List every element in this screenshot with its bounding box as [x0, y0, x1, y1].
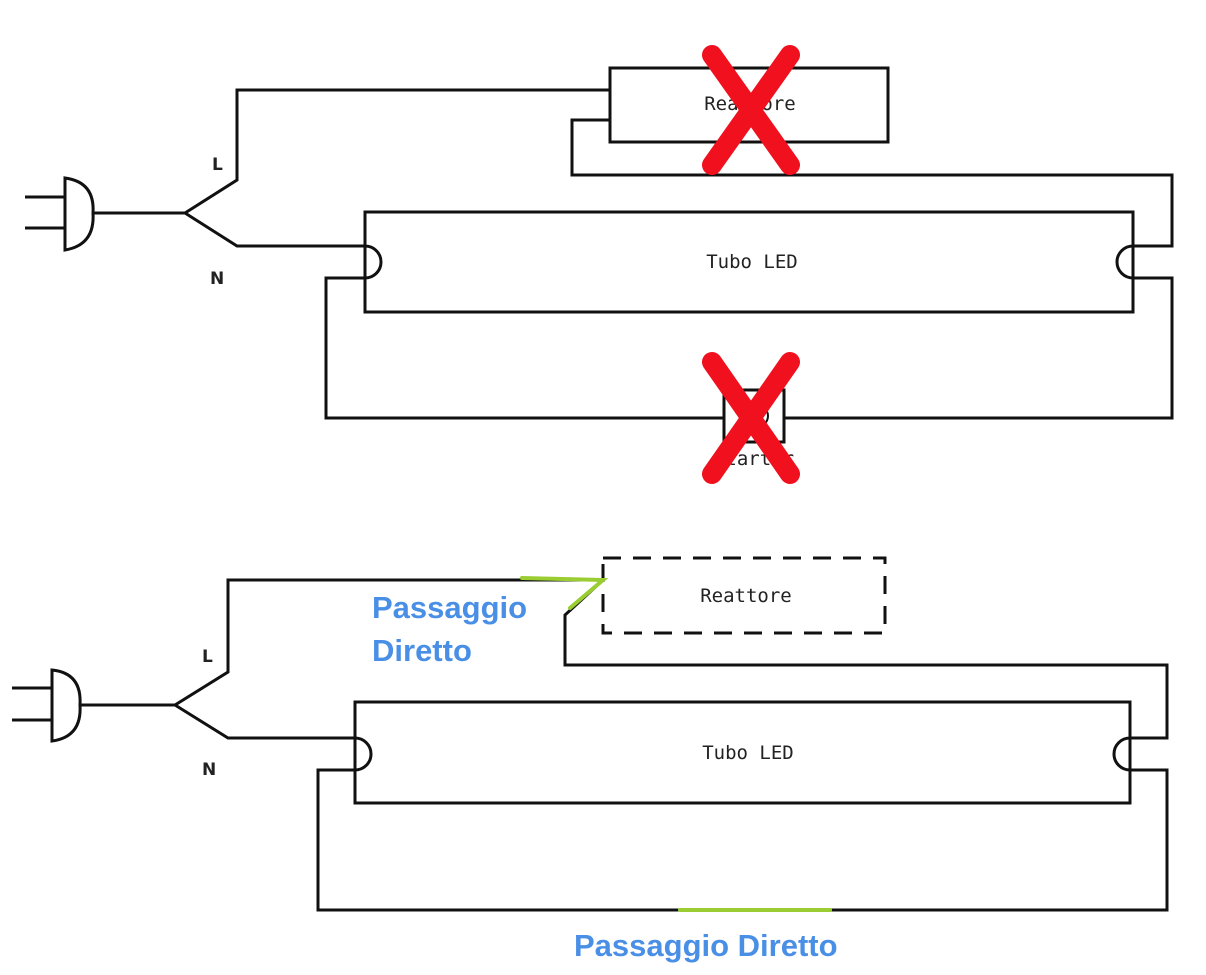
wire-neutral	[184, 211, 365, 248]
top-diagram: Reattore Tubo LED Starter L N	[25, 45, 1174, 484]
neutral-label: N	[210, 269, 224, 289]
neutral-label: N	[202, 760, 216, 780]
starter-box	[722, 388, 786, 444]
tube-label: Tubo LED	[702, 742, 794, 764]
line-label: L	[202, 647, 213, 667]
led-tube	[363, 210, 1135, 314]
led-tube	[353, 700, 1132, 805]
bypass-highlight	[520, 576, 609, 610]
remove-x-icon	[702, 352, 800, 484]
bypass-label: Passaggio	[372, 590, 527, 625]
ballast-box-dashed	[601, 556, 887, 635]
bypass-label-bottom: Passaggio Diretto	[574, 928, 838, 963]
line-label: L	[212, 155, 223, 175]
bottom-diagram: Reattore Tubo LED L N Passaggio Diretto …	[12, 556, 1169, 963]
bypass-label: Diretto	[372, 633, 472, 668]
tube-label: Tubo LED	[706, 251, 798, 273]
ballast-box	[608, 66, 890, 144]
ballast-label: Reattore	[700, 585, 792, 607]
remove-x-icon	[702, 45, 800, 175]
plug-icon	[12, 668, 82, 743]
wire-top	[93, 88, 610, 215]
plug-icon	[25, 176, 95, 252]
